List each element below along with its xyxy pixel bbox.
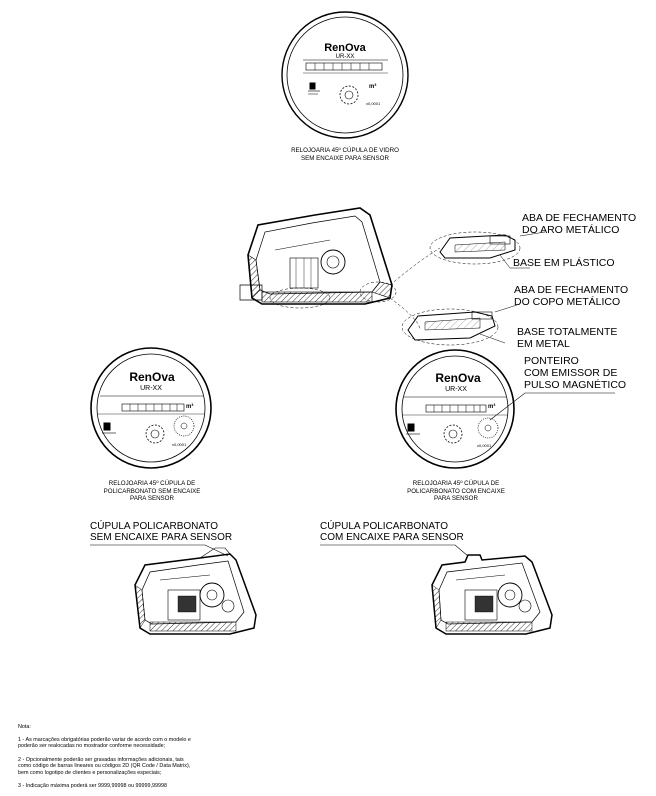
dial-top-model: UR-XX [335,54,355,60]
note-1: 1 - As marcações obrigatórias poderão va… [18,736,191,750]
dial-right [395,349,515,469]
dial-top-brand: RenOva [324,42,366,54]
section-view-center [239,207,441,331]
dial-top-unit: m³ [369,84,377,90]
dial-left-model: UR-XX [140,385,162,392]
callout-ponteiro: PONTEIRO COM EMISSOR DE PULSO MAGNÉTICO [524,355,627,391]
dial-left [90,347,212,469]
caption-top: RELOJOARIA 45º CÚPULA DE VIDRO SEM ENCAI… [291,147,399,162]
callout-aba-aro: ABA DE FECHAMENTO DO ARO METÁLICO [522,212,637,236]
dial-right-factor: x0,0001 [477,443,492,448]
section-view-right [320,544,553,635]
detail-copo-metalico [401,303,521,346]
caption-right: RELOJOARIA 45º CÚPULA DE POLICARBONATO C… [407,480,505,502]
note-3: 3 - Indicação máxima poderá ser 9999,999… [18,782,167,789]
dial-left-factor: x0,0001 [172,442,187,447]
technical-drawing [90,11,615,635]
dial-top-factor: x0,0001 [366,101,381,106]
dial-top [281,11,409,139]
dial-right-model: UR-XX [445,386,467,393]
section-view-left [90,544,257,635]
callout-base-metal: BASE TOTALMENTE EM METAL [517,326,618,350]
dial-right-unit: m³ [488,404,496,410]
callout-base-plastico: BASE EM PLÁSTICO [513,257,615,269]
leader-ponteiro [489,392,615,421]
caption-left: RELOJOARIA 45º CÚPULA DE POLICARBONATO S… [103,480,201,502]
notes-block: Nota: 1 - As marcações obrigatórias pode… [18,717,278,796]
dial-left-brand: RenOva [129,370,175,384]
dial-left-unit: m³ [186,404,194,410]
dial-right-brand: RenOva [435,371,481,385]
note-2: 2 - Opcionalmente poderão ser gravadas i… [18,756,191,776]
detail-aro-metalico [429,231,546,269]
callout-aba-copo: ABA DE FECHAMENTO DO COPO METÁLICO [514,284,629,308]
label-cupula-sem-encaixe: CÚPULA POLICARBONATO SEM ENCAIXE PARA SE… [90,521,233,543]
notes-title: Nota: [18,723,31,730]
label-cupula-com-encaixe: CÚPULA POLICARBONATO COM ENCAIXE PARA SE… [320,521,464,543]
